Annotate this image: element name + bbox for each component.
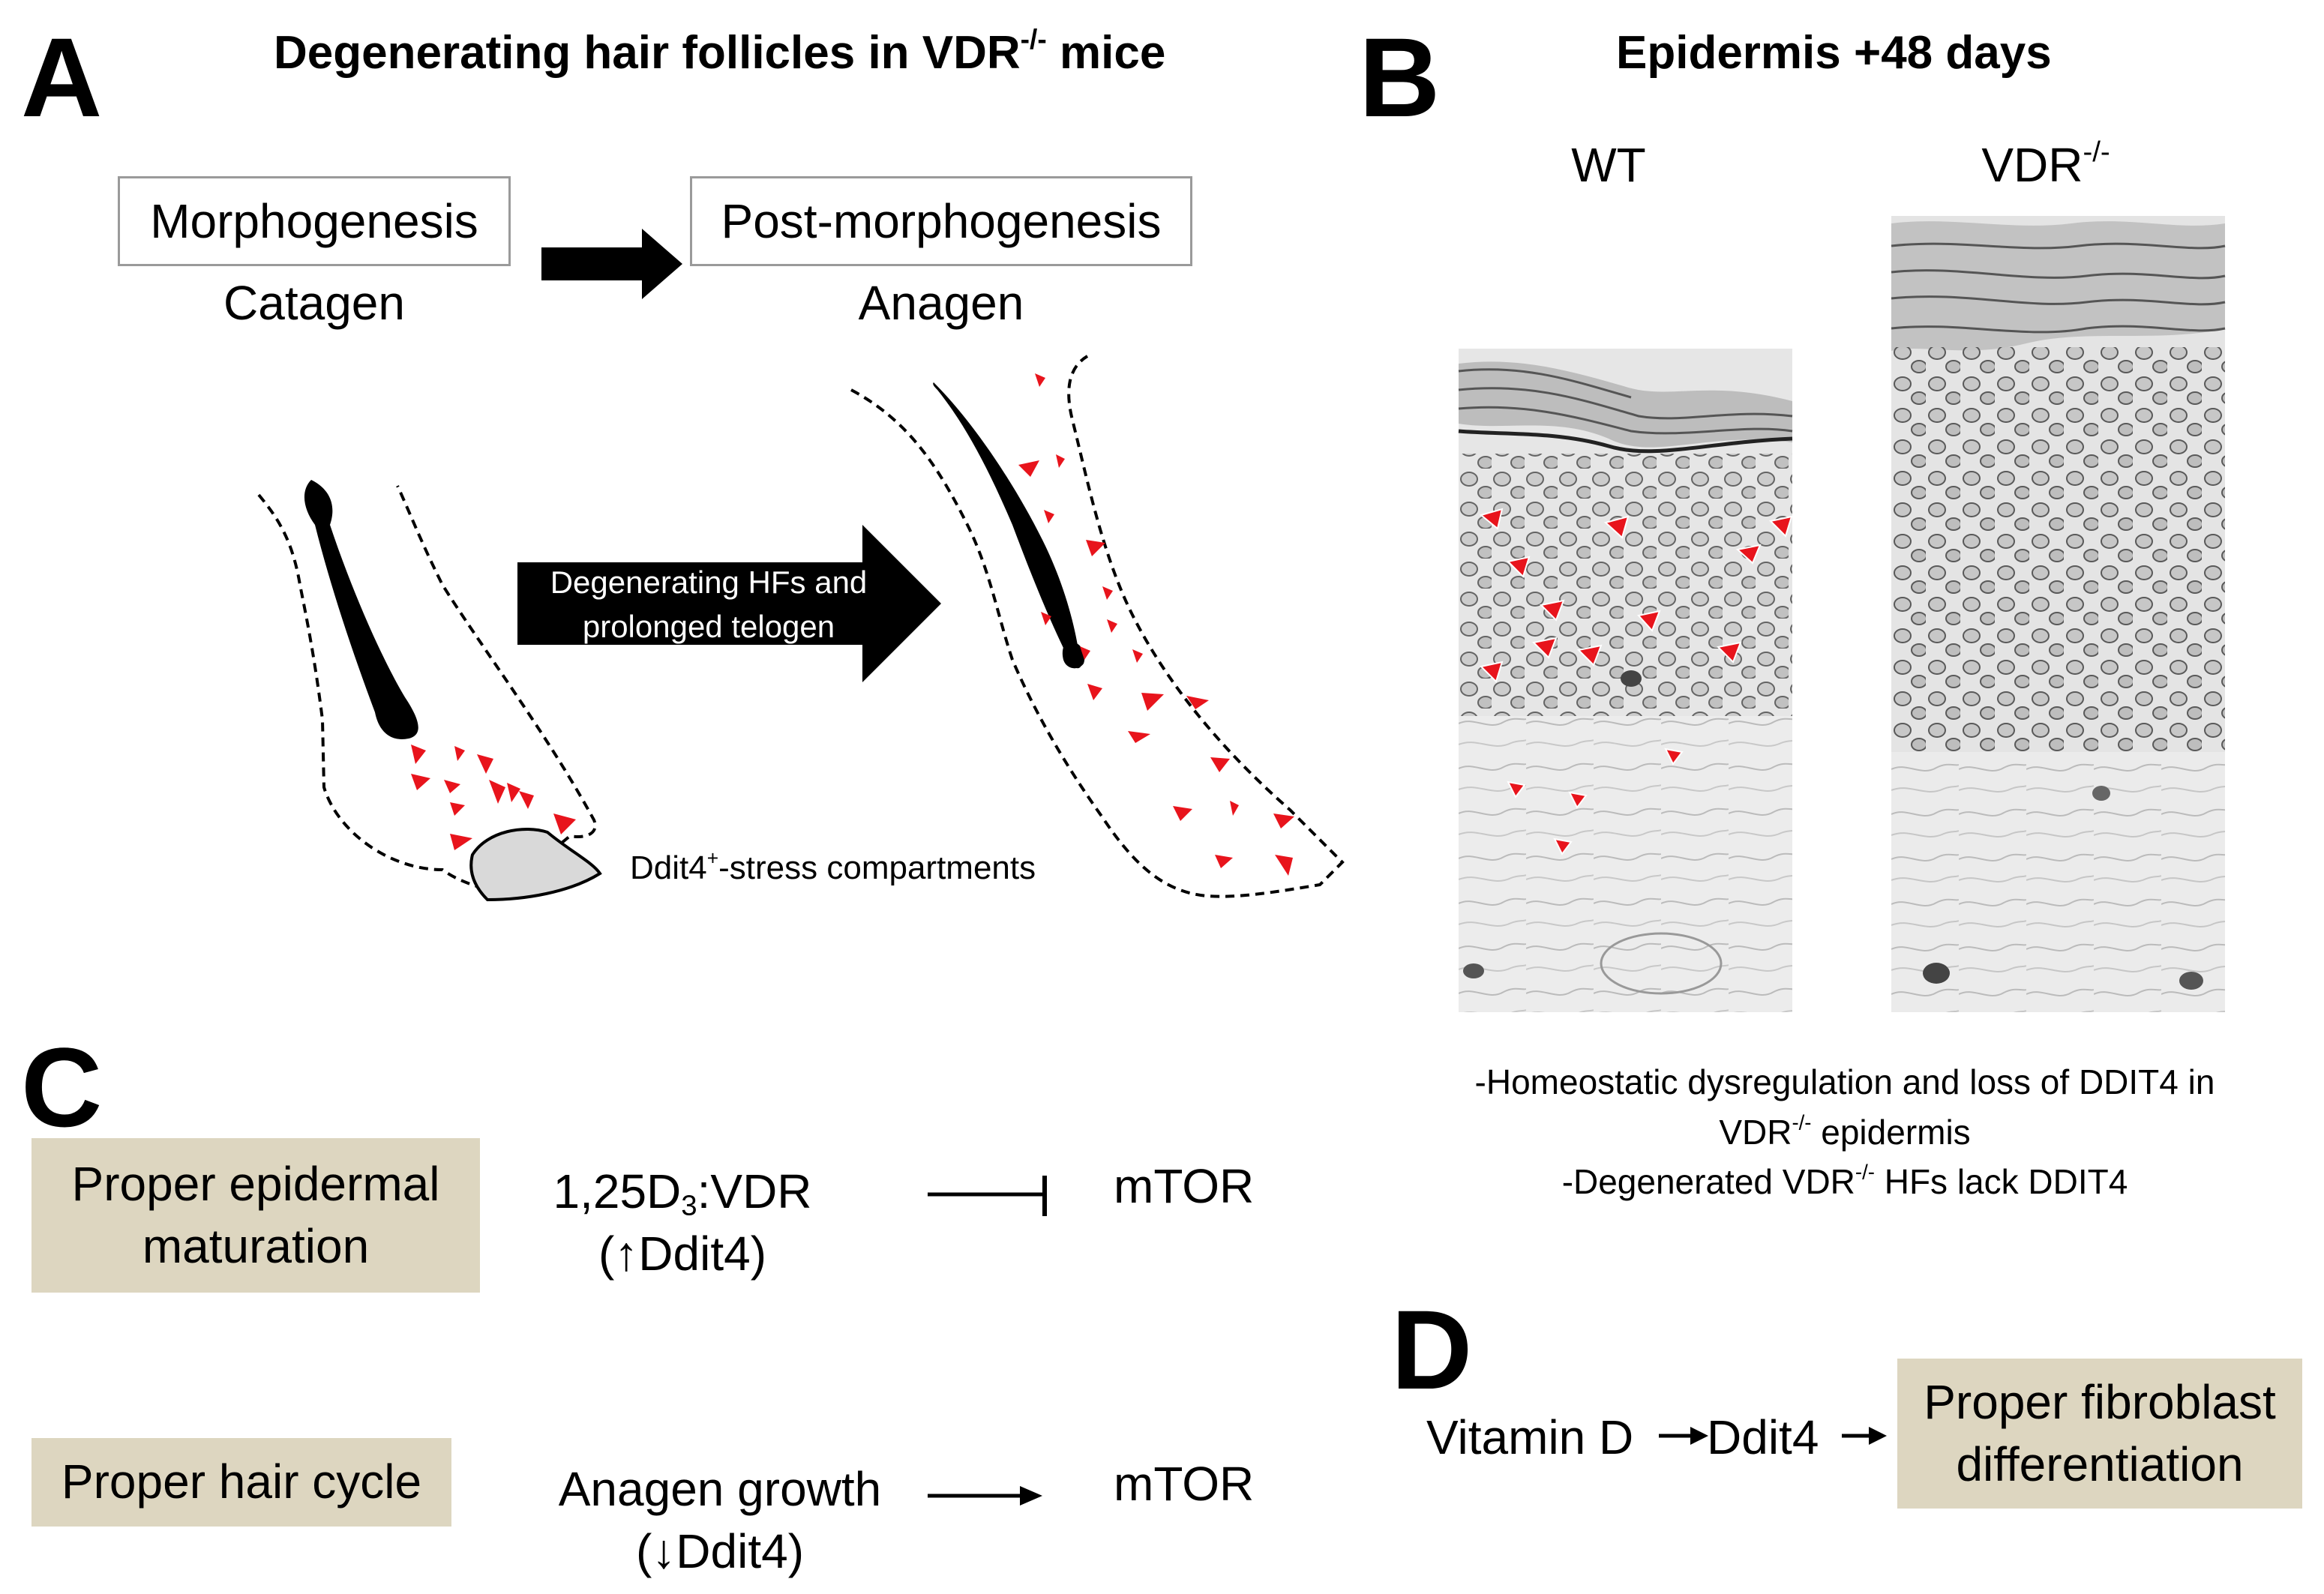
post-morphogenesis-box: Post-morphogenesis — [690, 176, 1192, 266]
ddit4-label: Ddit4 — [1707, 1410, 1819, 1464]
hair-cycle-box: Proper hair cycle — [31, 1438, 451, 1527]
vdr-complex-post: :VDR — [697, 1164, 812, 1218]
epidermal-maturation-line1: Proper epidermal — [71, 1156, 440, 1211]
vdr-complex-line2: (↑Ddit4) — [598, 1227, 767, 1281]
panel-a-letter: A — [21, 14, 103, 140]
catagen-hair-shaft — [304, 480, 418, 739]
vdr-label: VDR-/- — [1891, 137, 2200, 192]
hair-cycle-label: Proper hair cycle — [61, 1455, 422, 1509]
epidermal-maturation-box: Proper epidermal maturation — [31, 1138, 480, 1293]
morphogenesis-box: Morphogenesis — [118, 176, 511, 266]
panel-d-letter: D — [1391, 1287, 1473, 1413]
vitamin-d-label: Vitamin D — [1426, 1410, 1634, 1464]
fibroblast-line1: Proper fibroblast — [1924, 1374, 2276, 1429]
degeneration-arrow-line2: prolonged telogen — [582, 608, 835, 644]
note-line-2-post: epidermis — [1811, 1112, 1971, 1152]
mtor-label-1: mTOR — [1114, 1159, 1255, 1213]
compartment-label-pre: Ddit4 — [630, 849, 707, 886]
compartment-label-post: -stress compartments — [718, 849, 1036, 886]
panel-a-title-main: Degenerating hair follicles in VDR — [274, 27, 1021, 79]
panel-a-title-end: mice — [1046, 27, 1166, 79]
wt-histology-image — [1458, 349, 1793, 1012]
catagen-label: Catagen — [223, 276, 405, 330]
fibroblast-box: Proper fibroblast differentiation — [1897, 1359, 2302, 1509]
anagen-growth-line1: Anagen growth — [558, 1462, 882, 1516]
degeneration-arrow-text: Degenerating HFs and prolonged telogen — [521, 561, 896, 649]
vdr-label-sup: -/- — [2083, 136, 2110, 169]
anagen-label: Anagen — [858, 276, 1024, 330]
vdr-label-text: VDR — [1981, 138, 2083, 192]
panel-b-notes: -Homeostatic dysregulation and loss of D… — [1402, 1057, 2287, 1207]
anagen-growth-line2: (↓Ddit4) — [635, 1524, 805, 1579]
post-morphogenesis-label: Post-morphogenesis — [721, 194, 1162, 248]
panel-b-title: Epidermis +48 days — [1616, 27, 2052, 79]
note-line-3: -Degenerated VDR-/- HFs lack DDIT4 — [1402, 1157, 2287, 1207]
mtor-label-2: mTOR — [1114, 1457, 1255, 1511]
degeneration-arrow-line1: Degenerating HFs and — [550, 565, 868, 600]
epidermal-maturation-line2: maturation — [142, 1219, 370, 1273]
vdr-complex-sub: 3 — [681, 1189, 697, 1222]
wt-label: WT — [1571, 138, 1646, 192]
vdr-histology-image — [1891, 216, 2226, 1012]
morphogenesis-label: Morphogenesis — [150, 194, 478, 248]
note-line-2: VDR-/- epidermis — [1402, 1107, 2287, 1158]
note-line-2-pre: VDR — [1719, 1112, 1792, 1152]
note-line-3-post: HFs lack DDIT4 — [1874, 1162, 2128, 1202]
vdr-complex-label: 1,25D3:VDR (↑Ddit4) — [525, 1161, 840, 1285]
panel-b-letter: B — [1359, 14, 1441, 140]
note-line-2-sup: -/- — [1792, 1110, 1812, 1134]
note-line-3-sup: -/- — [1855, 1161, 1875, 1185]
compartment-label: Ddit4+-stress compartments — [630, 846, 1036, 887]
panel-c-letter: C — [21, 1024, 103, 1150]
compartment-label-sup: + — [706, 846, 719, 870]
note-line-1: -Homeostatic dysregulation and loss of D… — [1474, 1062, 2215, 1101]
catagen-compartment — [469, 827, 602, 902]
wt-ddit4-markers — [1479, 508, 1793, 855]
vdr-complex-pre: 1,25D — [553, 1164, 682, 1218]
anagen-hair-shaft — [933, 382, 1081, 669]
vdr-complex-line1: 1,25D3:VDR — [525, 1161, 840, 1223]
fibroblast-line2: differentiation — [1956, 1437, 2244, 1491]
anagen-growth-label: Anagen growth (↓Ddit4) — [525, 1458, 915, 1583]
panel-a-title: Degenerating hair follicles in VDR-/- mi… — [274, 25, 1166, 79]
note-line-3-pre: -Degenerated VDR — [1561, 1162, 1855, 1202]
panel-a-title-sup: -/- — [1020, 22, 1047, 55]
